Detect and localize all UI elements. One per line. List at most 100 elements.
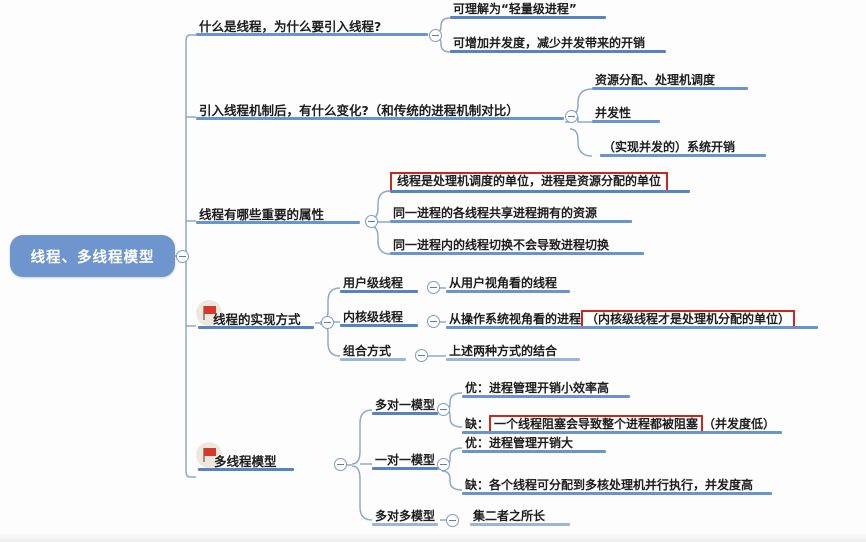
topic-underline <box>198 326 314 329</box>
topic-label: 一对一模型 <box>375 453 436 468</box>
toggle-combined-approach[interactable] <box>415 349 428 362</box>
topic-user-perspective-thread[interactable]: 从用户视角看的线程 <box>446 270 570 293</box>
topic-underline <box>470 523 570 526</box>
topic-user-level-thread[interactable]: 用户级线程 <box>340 270 418 293</box>
toggle-one-to-one-model[interactable] <box>437 458 450 471</box>
topic-thread-switch-no-process-switch[interactable]: 同一进程内的线程切换不会导致进程切换 <box>390 232 644 255</box>
topic-label-suffix: （并发度低） <box>703 417 776 432</box>
topic-label: 缺：一个线程阻塞会导致整个进程都被阻塞（并发度低） <box>462 415 778 434</box>
topic-concurrency[interactable]: 并发性 <box>592 100 660 123</box>
toggle-thread-implementation[interactable] <box>321 316 334 329</box>
topic-many-to-one-model[interactable]: 多对一模型 <box>372 392 438 415</box>
topic-label: 线程的实现方式 <box>213 311 301 327</box>
topic-label: 优：进程管理开销小效率高 <box>465 381 610 396</box>
topic-label: 缺：各个线程可分配到多核处理机并行执行，并发度高 <box>465 478 754 493</box>
topic-underline <box>196 33 428 36</box>
topic-label-prefix: 缺： <box>465 417 490 432</box>
root-collapse-toggle[interactable] <box>176 250 189 263</box>
topic-label: 同一进程内的线程切换不会导致进程切换 <box>393 238 610 253</box>
topic-underline <box>390 220 632 223</box>
topic-label: 上述两种方式的结合 <box>449 344 558 359</box>
topic-one-to-one-pro[interactable]: 优：进程管理开销大 <box>462 430 606 453</box>
topic-thread-attributes[interactable]: 线程有哪些重要的属性 <box>196 198 360 224</box>
topic-label-highlight: 一个线程阻塞会导致整个进程都被阻塞 <box>489 415 704 434</box>
topic-underline <box>340 358 406 361</box>
topic-thread-implementation[interactable]: 线程的实现方式 <box>198 303 314 329</box>
topic-label: 线程是处理机调度的单位，进程是资源分配的单位 <box>390 172 669 192</box>
topic-label: 线程有哪些重要的属性 <box>199 206 325 222</box>
topic-increase-concurrency[interactable]: 可增加并发度，减少并发带来的开销 <box>450 30 666 53</box>
topic-underline <box>446 326 818 329</box>
topic-underline <box>198 468 294 471</box>
topic-label: 引入线程机制后，有什么变化?（和传统的进程机制对比） <box>199 102 519 118</box>
topic-label-highlight: （内核级线程才是处理机分配的单位） <box>581 310 796 329</box>
toggle-what-is-thread[interactable] <box>429 29 442 42</box>
topic-many-to-one-con[interactable]: 缺：一个线程阻塞会导致整个进程都被阻塞（并发度低） <box>462 409 782 434</box>
topic-underline <box>462 492 772 495</box>
topic-scheduling-unit-highlight[interactable]: 线程是处理机调度的单位，进程是资源分配的单位 <box>390 168 690 193</box>
toggle-user-level-thread[interactable] <box>427 281 440 294</box>
toggle-many-to-many-model[interactable] <box>446 514 459 527</box>
topic-underline <box>340 324 418 327</box>
topic-resource-allocation-scheduling[interactable]: 资源分配、处理机调度 <box>592 67 748 90</box>
toggle-many-to-one-model[interactable] <box>437 403 450 416</box>
topic-label: 内核级线程 <box>343 310 404 325</box>
topic-best-of-both[interactable]: 集二者之所长 <box>470 503 570 526</box>
topic-share-process-resources[interactable]: 同一进程的各线程共享进程拥有的资源 <box>390 200 632 223</box>
toggle-kernel-level-thread[interactable] <box>427 315 440 328</box>
red-flag-icon <box>196 442 222 468</box>
topic-underline <box>390 252 644 255</box>
topic-lightweight-process[interactable]: 可理解为“轻量级进程” <box>450 0 606 19</box>
topic-underline <box>196 221 360 224</box>
topic-many-to-many-model[interactable]: 多对多模型 <box>372 503 438 526</box>
flag-pole <box>203 448 205 462</box>
flag-cloth <box>204 306 216 314</box>
toggle-after-thread-mechanism[interactable] <box>565 110 578 123</box>
topic-label: 从用户视角看的线程 <box>449 276 558 291</box>
topic-label: 集二者之所长 <box>473 509 546 524</box>
topic-label: 同一进程的各线程共享进程拥有的资源 <box>393 206 598 221</box>
topic-label: 多对多模型 <box>375 509 436 524</box>
topic-multithread-models[interactable]: 多线程模型 <box>198 445 294 471</box>
topic-underline <box>450 50 666 53</box>
topic-label: 从操作系统视角看的进程（内核级线程才是处理机分配的单位） <box>446 310 798 329</box>
topic-label: 多对一模型 <box>375 398 436 413</box>
topic-combination-of-both[interactable]: 上述两种方式的结合 <box>446 338 580 361</box>
topic-one-to-one-model[interactable]: 一对一模型 <box>372 447 438 470</box>
topic-label: （实现并发的）系统开销 <box>603 140 736 155</box>
topic-underline <box>592 120 660 123</box>
topic-label: 组合方式 <box>343 344 392 359</box>
topic-label: 用户级线程 <box>343 276 404 291</box>
topic-combined-approach[interactable]: 组合方式 <box>340 338 406 361</box>
toggle-thread-attributes[interactable] <box>365 215 378 228</box>
topic-underline <box>462 395 630 398</box>
root-node[interactable]: 线程、多线程模型 <box>10 235 175 277</box>
topic-underline <box>372 523 438 526</box>
topic-underline <box>462 450 606 453</box>
topic-label: 可理解为“轻量级进程” <box>453 2 577 17</box>
topic-label: 资源分配、处理机调度 <box>595 73 716 88</box>
topic-kernel-level-thread[interactable]: 内核级线程 <box>340 304 418 327</box>
topic-os-perspective-process[interactable]: 从操作系统视角看的进程（内核级线程才是处理机分配的单位） <box>446 304 818 329</box>
topic-underline <box>196 117 564 120</box>
topic-many-to-one-pro[interactable]: 优：进程管理开销小效率高 <box>462 375 630 398</box>
red-flag-icon <box>196 300 222 326</box>
topic-underline <box>592 87 748 90</box>
topic-underline <box>372 467 438 470</box>
bottom-edge-band <box>0 534 866 542</box>
topic-system-overhead[interactable]: （实现并发的）系统开销 <box>600 134 766 157</box>
topic-label: 多线程模型 <box>214 453 277 469</box>
topic-underline <box>372 412 438 415</box>
topic-label: 可增加并发度，减少并发带来的开销 <box>453 36 646 51</box>
topic-after-thread-mechanism[interactable]: 引入线程机制后，有什么变化?（和传统的进程机制对比） <box>196 94 564 120</box>
topic-label: 什么是线程，为什么要引入线程? <box>199 18 382 34</box>
topic-underline <box>340 290 418 293</box>
topic-one-to-one-con[interactable]: 缺：各个线程可分配到多核处理机并行执行，并发度高 <box>462 472 772 495</box>
topic-label: 并发性 <box>595 106 632 121</box>
topic-what-is-thread[interactable]: 什么是线程，为什么要引入线程? <box>196 10 428 36</box>
topic-label-plain: 从操作系统视角看的进程 <box>449 312 582 327</box>
flag-cloth <box>204 448 216 456</box>
toggle-multithread-models[interactable] <box>334 458 347 471</box>
topic-underline <box>462 431 782 434</box>
